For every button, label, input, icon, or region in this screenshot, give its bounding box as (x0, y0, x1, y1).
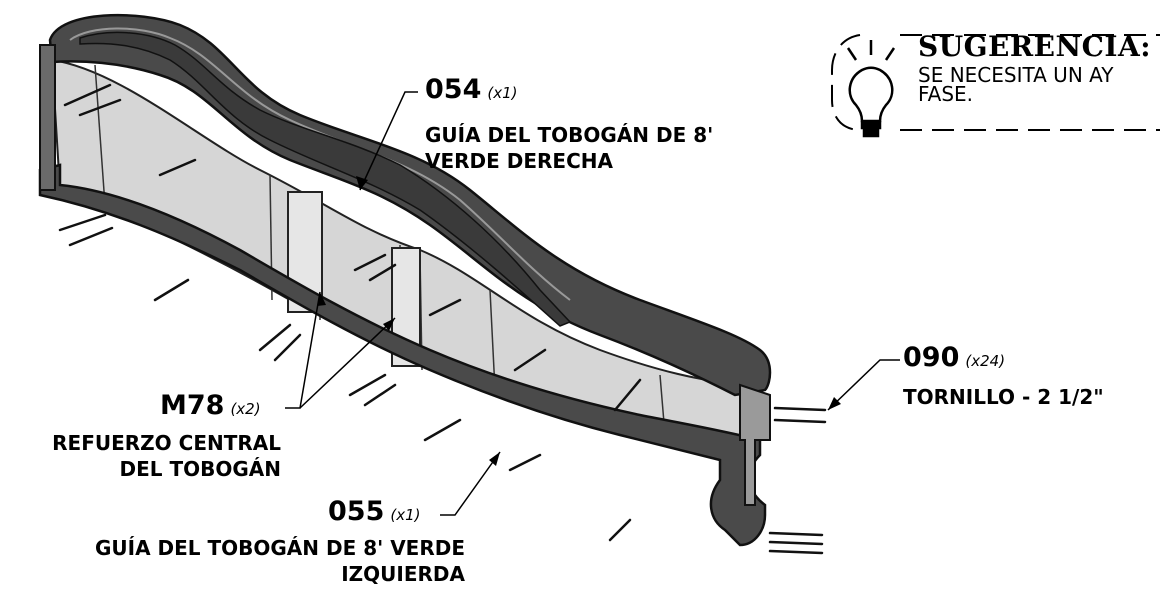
part-qty: (x1) (390, 506, 421, 524)
leader-arrowheads (317, 176, 841, 466)
part-desc-090: TORNILLO - 2 1/2" (903, 384, 1104, 410)
bottom-rail-055 (38, 163, 767, 547)
slide-end-left (39, 44, 56, 191)
part-code: 090 (903, 342, 960, 373)
leader-054 (359, 91, 418, 191)
part-qty: (x2) (230, 400, 261, 418)
part-code: M78 (160, 390, 225, 421)
leader-055 (440, 451, 501, 516)
part-desc-line: GUÍA DEL TOBOGÁN DE 8' VERDE (94, 536, 465, 560)
part-code: 054 (425, 74, 482, 105)
part-desc-m78: REFUERZO CENTRAL DEL TOBOGÁN (6, 430, 281, 482)
part-label-090: 090 (x24) (903, 344, 1005, 371)
part-desc-line: VERDE DERECHA (425, 149, 613, 173)
part-desc-line: GUÍA DEL TOBOGÁN DE 8' (425, 123, 714, 147)
part-desc-line: DEL TOBOGÁN (119, 457, 282, 481)
tip-title: SUGERENCIA: (918, 30, 1152, 63)
part-desc-line: REFUERZO CENTRAL (52, 431, 281, 455)
part-label-055: 055 (x1) (328, 498, 421, 525)
lightbulb-icon (846, 40, 896, 138)
leader-lines (285, 91, 900, 516)
top-rail-groove (69, 27, 571, 301)
part-code: 055 (328, 496, 385, 527)
part-desc-054: GUÍA DEL TOBOGÁN DE 8' VERDE DERECHA (425, 122, 713, 174)
part-desc-055: GUÍA DEL TOBOGÁN DE 8' VERDE IZQUIERDA (10, 535, 465, 587)
part-label-m78: M78 (x2) (160, 392, 261, 419)
leader-m78-b (299, 317, 396, 409)
part-qty: (x1) (487, 84, 518, 102)
top-rail-inner-slot (79, 31, 572, 327)
part-desc-line: TORNILLO - 2 1/2" (903, 385, 1104, 409)
screws-090 (58, 83, 827, 555)
tip-text: SE NECESITA UN AY FASE. (918, 66, 1114, 104)
tip-dashed-border (831, 34, 1160, 131)
part-desc-line: IZQUIERDA (341, 562, 465, 586)
part-qty: (x24) (965, 352, 1006, 370)
leader-090 (827, 359, 900, 411)
slide-end-right (739, 383, 771, 506)
part-label-054: 054 (x1) (425, 76, 518, 103)
